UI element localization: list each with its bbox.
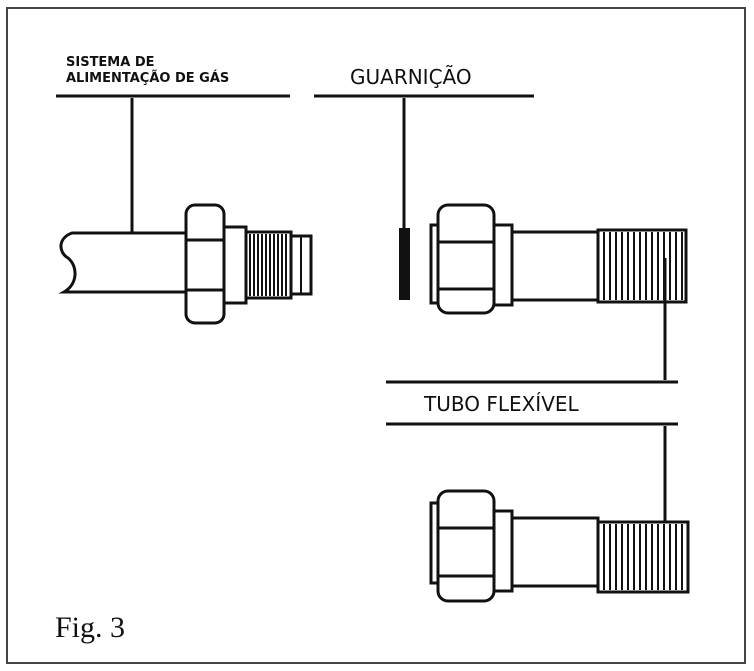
exploded-thread bbox=[596, 228, 688, 304]
gas-supply-label-group: SISTEMA DE ALIMENTAÇÃO DE GÁS bbox=[56, 55, 290, 282]
exploded-collar bbox=[492, 223, 514, 307]
flexible-tube-label: TUBO FLEXÍVEL bbox=[423, 392, 580, 416]
figure-frame bbox=[6, 7, 746, 664]
assembled-thread-lines bbox=[603, 524, 683, 590]
gas-supply-thread bbox=[244, 230, 293, 300]
gas-supply-label-line1: SISTEMA DE bbox=[66, 55, 155, 70]
figure-caption: Fig. 3 bbox=[55, 611, 125, 644]
exploded-hex-nut bbox=[436, 203, 496, 315]
flexible-tube-label-group: TUBO FLEXÍVEL bbox=[386, 258, 678, 562]
exploded-body bbox=[510, 230, 600, 302]
gasket-label-group: GUARNIÇÃO bbox=[314, 65, 534, 228]
flexible-tube-fitting-exploded bbox=[429, 203, 688, 315]
gas-supply-pipe bbox=[58, 231, 190, 294]
gas-supply-hex-nut bbox=[184, 203, 226, 325]
gas-supply-collar bbox=[222, 225, 248, 305]
flexible-tube-fitting-assembled bbox=[429, 489, 690, 603]
assembled-thread bbox=[596, 520, 690, 594]
gas-supply-fitting bbox=[58, 203, 313, 325]
assembled-hex-nut bbox=[436, 489, 496, 603]
assembled-collar bbox=[492, 509, 514, 593]
gas-supply-thread-lines bbox=[249, 234, 287, 296]
assembled-body bbox=[510, 516, 600, 588]
gasket-label: GUARNIÇÃO bbox=[350, 65, 472, 89]
gas-supply-label-line2: ALIMENTAÇÃO DE GÁS bbox=[66, 70, 229, 86]
gasket-ring bbox=[399, 228, 410, 300]
